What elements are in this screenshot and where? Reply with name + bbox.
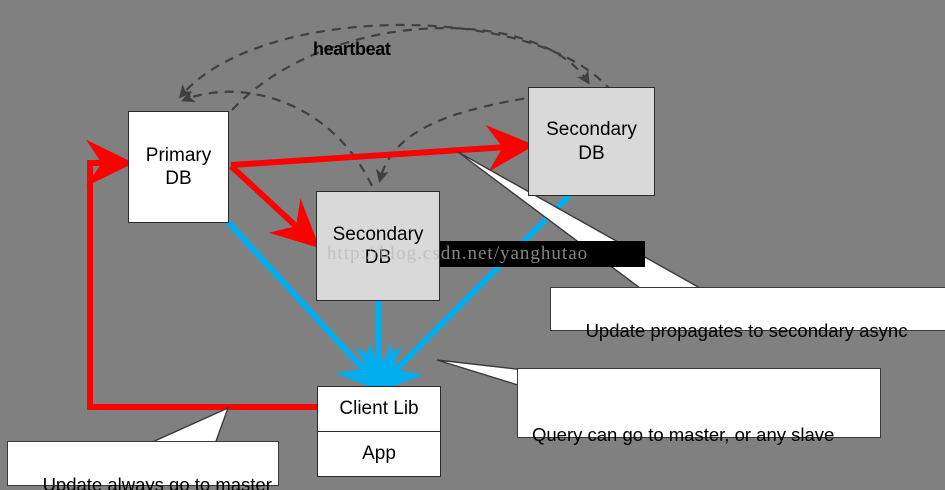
node-primary-db-label-1: Primary: [145, 144, 212, 166]
node-secondary-db-middle[interactable]: Secondary DB: [316, 191, 440, 301]
node-secondary-db-right-label-1: Secondary: [546, 119, 637, 141]
callout-query-routing-line-1: Query can go to master, or any slave: [532, 424, 835, 446]
query-primary-to-client: [225, 219, 386, 393]
callout-update-propagates-text: Update propagates to secondary async: [585, 319, 908, 341]
update-primary-to-secondary-right: [230, 124, 535, 172]
node-secondary-db-right-label-2: DB: [578, 142, 605, 164]
callout-update-propagates: Update propagates to secondary async: [550, 287, 945, 341]
node-client-lib[interactable]: Client Lib: [318, 387, 440, 431]
node-secondary-db-middle-label-1: Secondary: [332, 223, 424, 245]
heartbeat-arc-right-to-primary: [179, 23, 613, 99]
callout-query-routing: Query can go to master, or any slave Thi…: [517, 368, 881, 445]
node-secondary-db-right[interactable]: Secondary DB: [528, 87, 655, 196]
node-primary-db-label-2: DB: [165, 168, 192, 189]
node-primary-db[interactable]: Primary DB: [128, 111, 229, 223]
heartbeat-arc-primary-to-right: [231, 27, 590, 111]
callout-update-master-text: Update always go to master: [42, 473, 272, 490]
update-arrows: [85, 124, 535, 410]
query-secondary-right-to-client: [373, 193, 572, 393]
heartbeat-arc-right-to-mid: [375, 94, 541, 183]
node-app[interactable]: App: [318, 431, 440, 476]
node-client-stack[interactable]: Client Lib App: [317, 386, 441, 477]
watermark-bar: [440, 241, 645, 267]
update-client-to-primary: [85, 139, 318, 410]
query-arrows: [225, 193, 572, 394]
heartbeat-label: heartbeat: [313, 39, 391, 59]
pointer-update-master: [147, 406, 230, 445]
node-client-lib-label: Client Lib: [339, 398, 419, 420]
callout-update-master: Update always go to master: [7, 441, 279, 490]
node-secondary-db-middle-label-2: DB: [364, 247, 392, 268]
node-app-label: App: [362, 443, 396, 465]
update-primary-to-secondary-mid: [228, 163, 320, 249]
